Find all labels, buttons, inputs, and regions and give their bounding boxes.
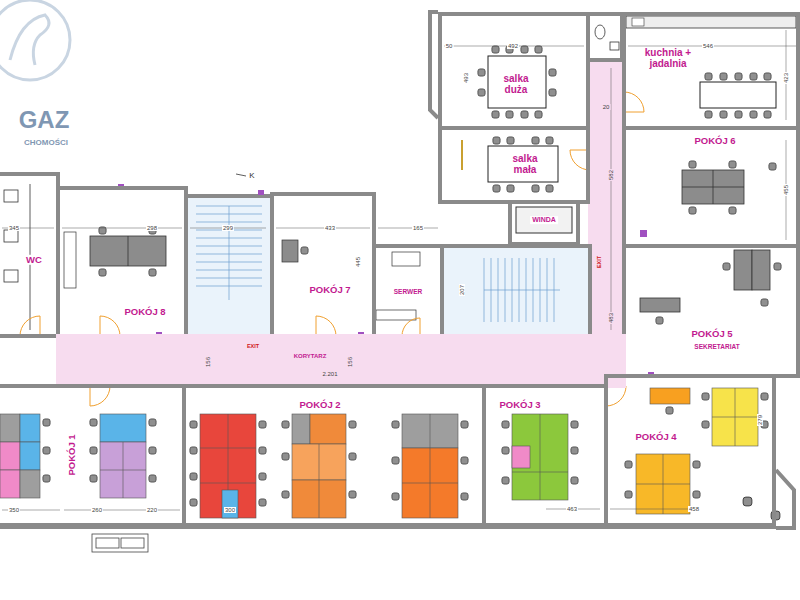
- desk-group: [682, 161, 776, 214]
- room: POKÓJ 6: [622, 126, 800, 248]
- dimension-label: 455: [783, 184, 789, 196]
- desk-group: [200, 414, 458, 518]
- dimension-label: K: [248, 172, 255, 180]
- dimension-label: 20: [602, 104, 611, 110]
- dimension-label: 350: [8, 507, 20, 513]
- door-swings: [20, 92, 644, 406]
- room: salka mała: [438, 126, 590, 204]
- room: POKÓJ 5 SEKRETARIAT: [622, 244, 800, 378]
- room-label: WINDA: [530, 216, 558, 224]
- dimension-label: 546: [702, 43, 714, 49]
- room-label: POKÓJ 8: [122, 307, 167, 317]
- room-label: POKÓJ 5: [689, 329, 734, 339]
- dimension-label: 207: [459, 284, 465, 296]
- room-label: SERWER: [392, 288, 424, 295]
- room: KORYTARZ: [56, 334, 626, 388]
- toilet-fixtures: [4, 25, 619, 330]
- desk-group: [636, 388, 758, 514]
- room: POKÓJ 3: [482, 384, 608, 528]
- dimension-label: 220: [146, 507, 158, 513]
- dimension-label: 156: [205, 356, 211, 368]
- furniture: [282, 240, 420, 320]
- dimension-label: 345: [8, 225, 20, 231]
- dimension-label: EXIT: [597, 255, 603, 269]
- dimension-label: 423: [783, 72, 789, 84]
- room-label: POKÓJ 6: [692, 136, 737, 146]
- dimension-label: 445: [355, 256, 361, 268]
- dimension-label: 260: [91, 507, 103, 513]
- room: kuchnia + jadalnia: [622, 12, 800, 130]
- meeting-table: [478, 46, 556, 118]
- watermark: GAZ: [18, 108, 71, 132]
- room-label: POKÓJ 2: [297, 400, 342, 410]
- room-label: POKÓJ 1: [67, 432, 77, 477]
- desk-group: [640, 250, 781, 324]
- room: WC: [0, 172, 60, 338]
- desk-group: [0, 414, 146, 498]
- room-label: KORYTARZ: [292, 353, 329, 360]
- dimension-label: EXIT: [246, 344, 260, 350]
- room: WINDA: [508, 200, 580, 246]
- dimension-label: 582: [608, 169, 614, 181]
- dimension-label: 165: [412, 225, 424, 231]
- dimension-label: 458: [688, 506, 700, 512]
- chairs: [43, 419, 156, 482]
- dimension-label: 279: [757, 414, 763, 426]
- watermark: CHOMOŚCI: [23, 139, 69, 147]
- north-arrow: [236, 174, 246, 176]
- chairs: [625, 393, 780, 520]
- dimension-label: 433: [324, 225, 336, 231]
- chairs: [502, 421, 578, 484]
- dimension-label: 2.201: [321, 371, 338, 377]
- room: salka duża: [438, 12, 590, 130]
- dimension-label: 156: [347, 356, 353, 368]
- watermark-logo: [0, 0, 70, 80]
- desk-group: [64, 227, 166, 288]
- walls: [0, 12, 794, 528]
- dimension-label: 493: [463, 72, 469, 84]
- kitchen-furniture: [626, 16, 796, 118]
- room-label: POKÓJ 4: [633, 432, 678, 442]
- room-label: POKÓJ 3: [497, 400, 542, 410]
- dimension-label: 492: [507, 43, 519, 49]
- sofa: [92, 534, 148, 552]
- desk-group: [512, 414, 568, 500]
- room-label: SEKRETARIAT: [692, 343, 741, 350]
- dimension-label: 298: [146, 225, 158, 231]
- dimension-label: 300: [224, 507, 236, 513]
- dimension-label: 463: [566, 506, 578, 512]
- room: SERWER: [372, 244, 444, 338]
- staircase: [188, 198, 588, 334]
- room-label: salka duża: [494, 73, 538, 95]
- dimension-lines: [2, 30, 796, 510]
- meeting-table: [462, 137, 558, 192]
- room-label: salka mała: [503, 153, 547, 175]
- dimension-label: 483: [608, 312, 614, 324]
- chairs: [190, 421, 468, 506]
- room: POKÓJ 4: [604, 374, 776, 528]
- room-label: WC: [24, 255, 44, 265]
- elevator-car: [516, 207, 572, 233]
- room-label: kuchnia + jadalnia: [635, 47, 701, 69]
- room: POKÓJ 8: [56, 186, 188, 338]
- room-label: POKÓJ 7: [307, 285, 352, 295]
- dimension-label: 50: [445, 43, 454, 49]
- dimension-label: 299: [222, 225, 234, 231]
